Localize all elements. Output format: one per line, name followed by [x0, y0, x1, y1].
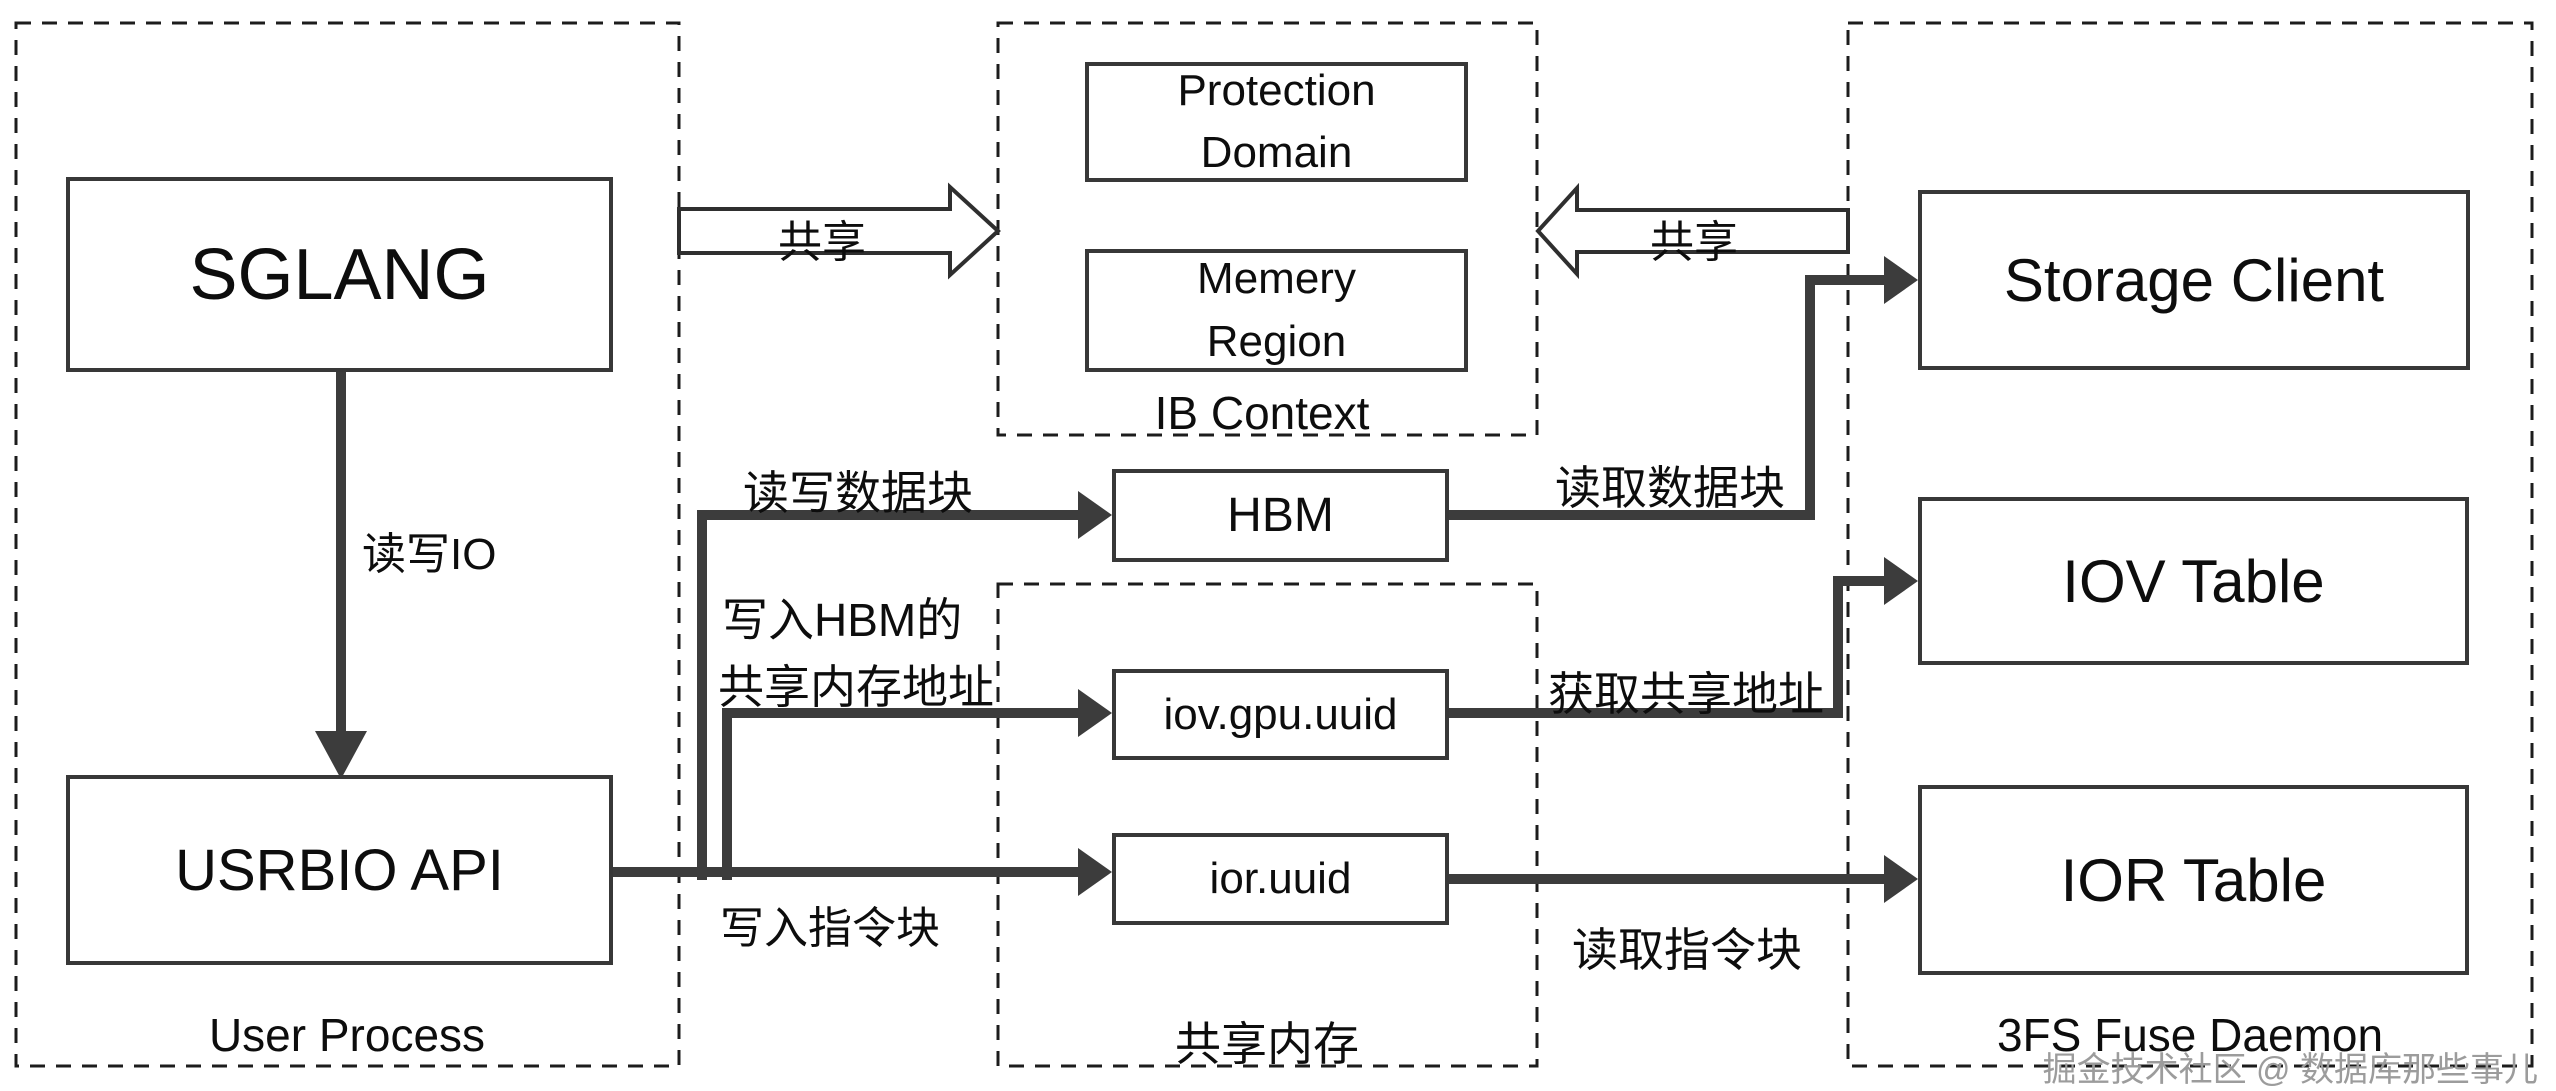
- memery-region-node: Memery Region: [1085, 249, 1468, 372]
- edge-iov-iov-table: [1444, 576, 1891, 718]
- arrowhead-iov-table: [1884, 557, 1918, 605]
- usrbio-api-node: USRBIO API: [66, 775, 613, 965]
- iov-table-node: IOV Table: [1918, 497, 2469, 665]
- edge-usrbio-iov: [722, 708, 1085, 880]
- arrowhead-usrbio: [315, 731, 367, 779]
- arrowhead-storage-client: [1884, 256, 1918, 304]
- edge-label-write-hbm-line2: 共享内存地址: [718, 661, 994, 713]
- user-process-group-border: [14, 21, 681, 1068]
- edge-label-share-left: 共享: [778, 218, 866, 267]
- storage-client-label: Storage Client: [2003, 246, 2385, 314]
- edge-usrbio-hbm: [697, 510, 1085, 880]
- edge-label-read-command-block: 读取指令块: [1572, 924, 1802, 976]
- iov-gpu-uuid-node: iov.gpu.uuid: [1112, 669, 1449, 760]
- memery-region-line1: Memery: [1197, 254, 1356, 304]
- share-block-arrow-left: [677, 182, 1001, 280]
- hbm-node: HBM: [1112, 469, 1449, 562]
- edge-label-get-shared-address: 获取共享地址: [1548, 668, 1824, 720]
- arrowhead-hbm: [1078, 491, 1112, 539]
- sglang-node: SGLANG: [66, 177, 613, 372]
- fuse-daemon-group-label: 3FS Fuse Daemon: [1996, 1009, 2384, 1061]
- ior-table-label: IOR Table: [2060, 846, 2327, 914]
- share-block-arrow-right: [1535, 182, 1850, 280]
- edge-label-write-hbm-line1: 写入HBM的: [722, 594, 963, 646]
- memery-region-line2: Region: [1206, 316, 1347, 366]
- edge-label-share-right: 共享: [1650, 218, 1738, 267]
- usrbio-api-label: USRBIO API: [175, 837, 504, 903]
- arrowhead-ior-uuid: [1078, 848, 1112, 896]
- protection-domain-node: Protection Domain: [1085, 62, 1468, 182]
- protection-domain-line2: Domain: [1200, 128, 1353, 177]
- shared-memory-group-border: [996, 582, 1539, 1068]
- watermark-text: 掘金技术社区 @ 数据库那些事儿: [2042, 1051, 2538, 1089]
- shared-memory-group-label: 共享内存: [1175, 1018, 1359, 1070]
- edge-label-read-write-data-block: 读写数据块: [743, 467, 973, 519]
- iov-table-label: IOV Table: [2062, 547, 2325, 615]
- edge-hbm-storage-client: [1444, 275, 1891, 520]
- iov-gpu-uuid-label: iov.gpu.uuid: [1163, 689, 1398, 739]
- edge-label-read-write-io: 读写IO: [362, 530, 497, 579]
- hbm-label: HBM: [1227, 489, 1334, 542]
- ior-table-node: IOR Table: [1918, 785, 2469, 975]
- user-process-group-label: User Process: [208, 1009, 486, 1061]
- arrowhead-iov-gpu-uuid: [1078, 689, 1112, 737]
- protection-domain-line1: Protection: [1177, 65, 1376, 115]
- sglang-label: SGLANG: [189, 234, 490, 315]
- arrowhead-ior-table: [1884, 855, 1918, 903]
- edge-label-write-command-block: 写入指令块: [720, 904, 940, 953]
- fuse-daemon-group-border: [1846, 21, 2534, 1068]
- ior-uuid-node: ior.uuid: [1112, 833, 1449, 925]
- edge-label-read-data-block: 读取数据块: [1555, 462, 1785, 514]
- ib-context-group-label: IB Context: [1154, 387, 1370, 439]
- storage-client-node: Storage Client: [1918, 190, 2470, 370]
- ior-uuid-label: ior.uuid: [1209, 854, 1352, 903]
